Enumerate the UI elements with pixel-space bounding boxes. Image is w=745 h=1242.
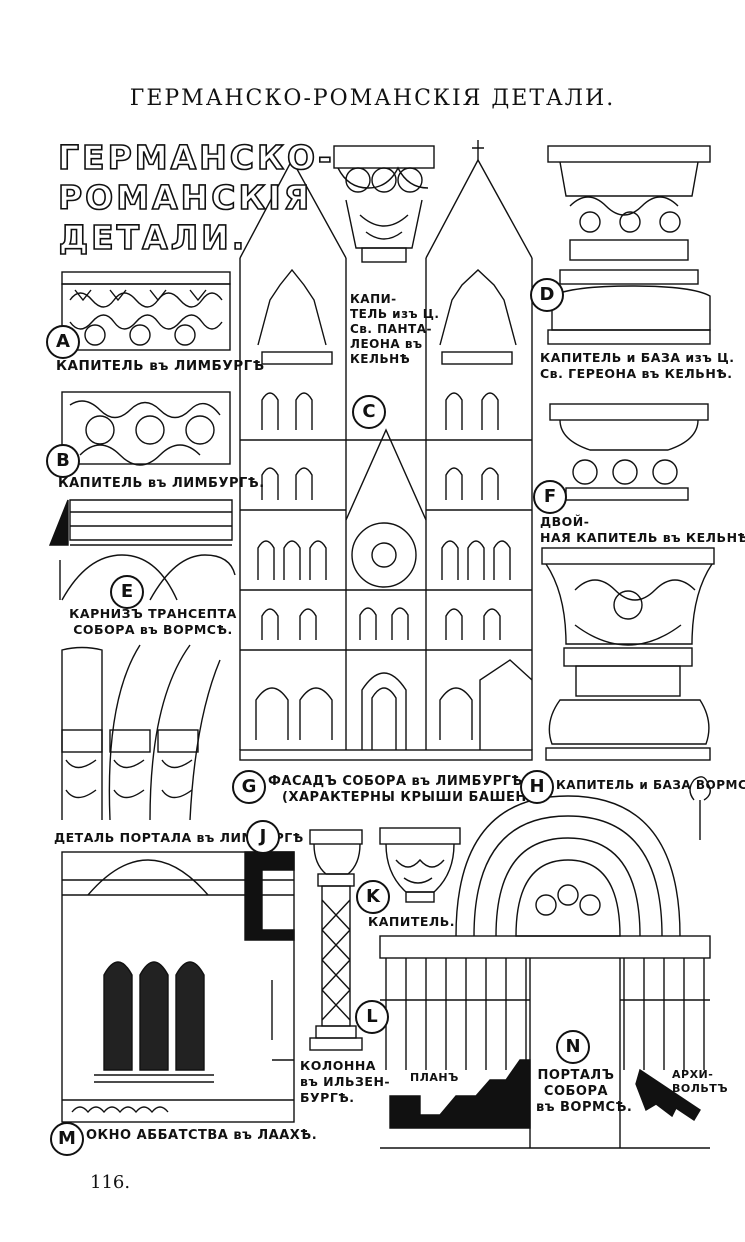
caption-l-line-3: БУРГѢ. [300, 1090, 355, 1105]
caption-n-line-1: ПОРТАЛЪ [537, 1068, 615, 1083]
caption-d: КАПИТЕЛЬ и БАЗА изъ Ц. Св. ГЕРЕОНА въ КЕ… [540, 350, 734, 382]
marker-n: N [556, 1030, 590, 1064]
marker-e: E [110, 575, 144, 609]
marker-m: M [50, 1122, 84, 1156]
caption-m: ОКНО АББАТСТВА въ ЛААХѢ. [86, 1128, 318, 1143]
caption-g-line-1: ФАСАДЪ СОБОРА въ ЛИМБУРГѢ. [268, 774, 529, 789]
caption-d-line-2: Св. ГЕРЕОНА въ КЕЛЬНѢ. [540, 366, 733, 381]
caption-b: КАПИТЕЛЬ въ ЛИМБУРГѢ. [58, 476, 265, 491]
marker-f: F [533, 480, 567, 514]
caption-g: ФАСАДЪ СОБОРА въ ЛИМБУРГѢ. (ХАРАКТЕРНЫ К… [268, 774, 546, 806]
plate-title: ГЕРМАНСКО- РОМАНСКIЯ ДЕТАЛИ. [57, 137, 335, 258]
capital-c-drawing [333, 145, 435, 263]
caption-e-line-1: КАРНИЗЪ ТРАНСЕПТА [69, 606, 237, 621]
marker-k: K [356, 880, 390, 914]
caption-a: КАПИТЕЛЬ въ ЛИМБУРГѢ [56, 358, 265, 374]
caption-k: КАПИТЕЛЬ. [368, 914, 456, 929]
caption-c-line-4: ЛЕОНА въ [350, 337, 423, 351]
plan-label: ПЛАНЪ [410, 1071, 459, 1084]
marker-d: D [530, 278, 564, 312]
caption-e-line-2: СОБОРА въ ВОРМСѢ. [73, 622, 233, 637]
window-m-drawing [61, 851, 295, 1123]
caption-c-line-2: ТЕЛЬ изъ Ц. [350, 307, 440, 321]
caption-h: КАПИТЕЛЬ и БАЗА ВОРМСЪ [556, 778, 745, 792]
plate-title-line-2: РОМАНСКIЯ [57, 177, 313, 218]
capital-h-drawing [541, 547, 715, 761]
caption-l-line-2: въ ИЛЬЗЕН- [300, 1074, 391, 1089]
caption-f-line-2: НАЯ КАПИТЕЛЬ въ КЕЛЬНѢ [540, 530, 745, 545]
caption-f: ДВОЙ- НАЯ КАПИТЕЛЬ въ КЕЛЬНѢ [540, 514, 745, 546]
portal-detail-drawing [61, 644, 221, 821]
marker-g: G [232, 770, 266, 804]
marker-j: J [246, 820, 280, 854]
column-l-drawing [309, 829, 363, 1051]
capital-a-drawing [61, 271, 231, 351]
caption-f-line-1: ДВОЙ- [540, 514, 590, 529]
caption-n-line-2: СОБОРА [543, 1084, 609, 1099]
caption-g-line-2: (ХАРАКТЕРНЫ КРЫШИ БАШЕНЪ) [282, 790, 546, 805]
caption-e: КАРНИЗЪ ТРАНСЕПТА СОБОРА въ ВОРМСѢ. [66, 606, 240, 638]
cornice-e-drawing [48, 499, 236, 601]
caption-l: КОЛОННА въ ИЛЬЗЕН- БУРГѢ. [300, 1058, 390, 1106]
archivolt-label-line-1: АРХИ- [672, 1068, 714, 1081]
page-header: ГЕРМАНСКО-РОМАНСКIЯ ДЕТАЛИ. [129, 86, 616, 111]
marker-l: L [355, 1000, 389, 1034]
page-number: 116. [90, 1172, 131, 1193]
marker-b: B [46, 444, 80, 478]
plate-title-line-3: ДЕТАЛИ. [58, 217, 248, 258]
caption-c-line-3: Св. ПАНТА- [350, 322, 432, 336]
marker-a: A [46, 325, 80, 359]
marker-c: C [352, 395, 386, 429]
marker-h: H [520, 770, 554, 804]
caption-l-line-1: КОЛОННА [300, 1058, 376, 1073]
plate-title-line-1: ГЕРМАНСКО- [57, 137, 335, 178]
caption-c: КАПИ- ТЕЛЬ изъ Ц. Св. ПАНТА- ЛЕОНА въ КЕ… [350, 292, 439, 367]
facade-g-drawing [239, 140, 533, 761]
caption-d-line-1: КАПИТЕЛЬ и БАЗА изъ Ц. [540, 350, 735, 365]
archivolt-label-line-2: ВОЛЬТЪ [672, 1082, 729, 1095]
caption-c-line-5: КЕЛЬНѢ [350, 352, 411, 366]
tree-sketch [689, 776, 711, 840]
caption-n: ПОРТАЛЪ СОБОРА въ ВОРМСѢ. [536, 1068, 633, 1116]
portal-n-drawing [379, 795, 711, 1149]
archivolt-label: АРХИ- ВОЛЬТЪ [672, 1068, 728, 1096]
capital-d-drawing [547, 145, 711, 345]
caption-n-line-3: въ ВОРМСѢ. [536, 1100, 633, 1115]
capital-b-drawing [61, 391, 231, 466]
capital-k-drawing [379, 827, 461, 903]
capital-f-drawing [549, 403, 709, 501]
caption-c-line-1: КАПИ- [350, 292, 397, 306]
caption-j: ДЕТАЛЬ ПОРТАЛА въ ЛИМБУРГѢ [54, 830, 304, 845]
